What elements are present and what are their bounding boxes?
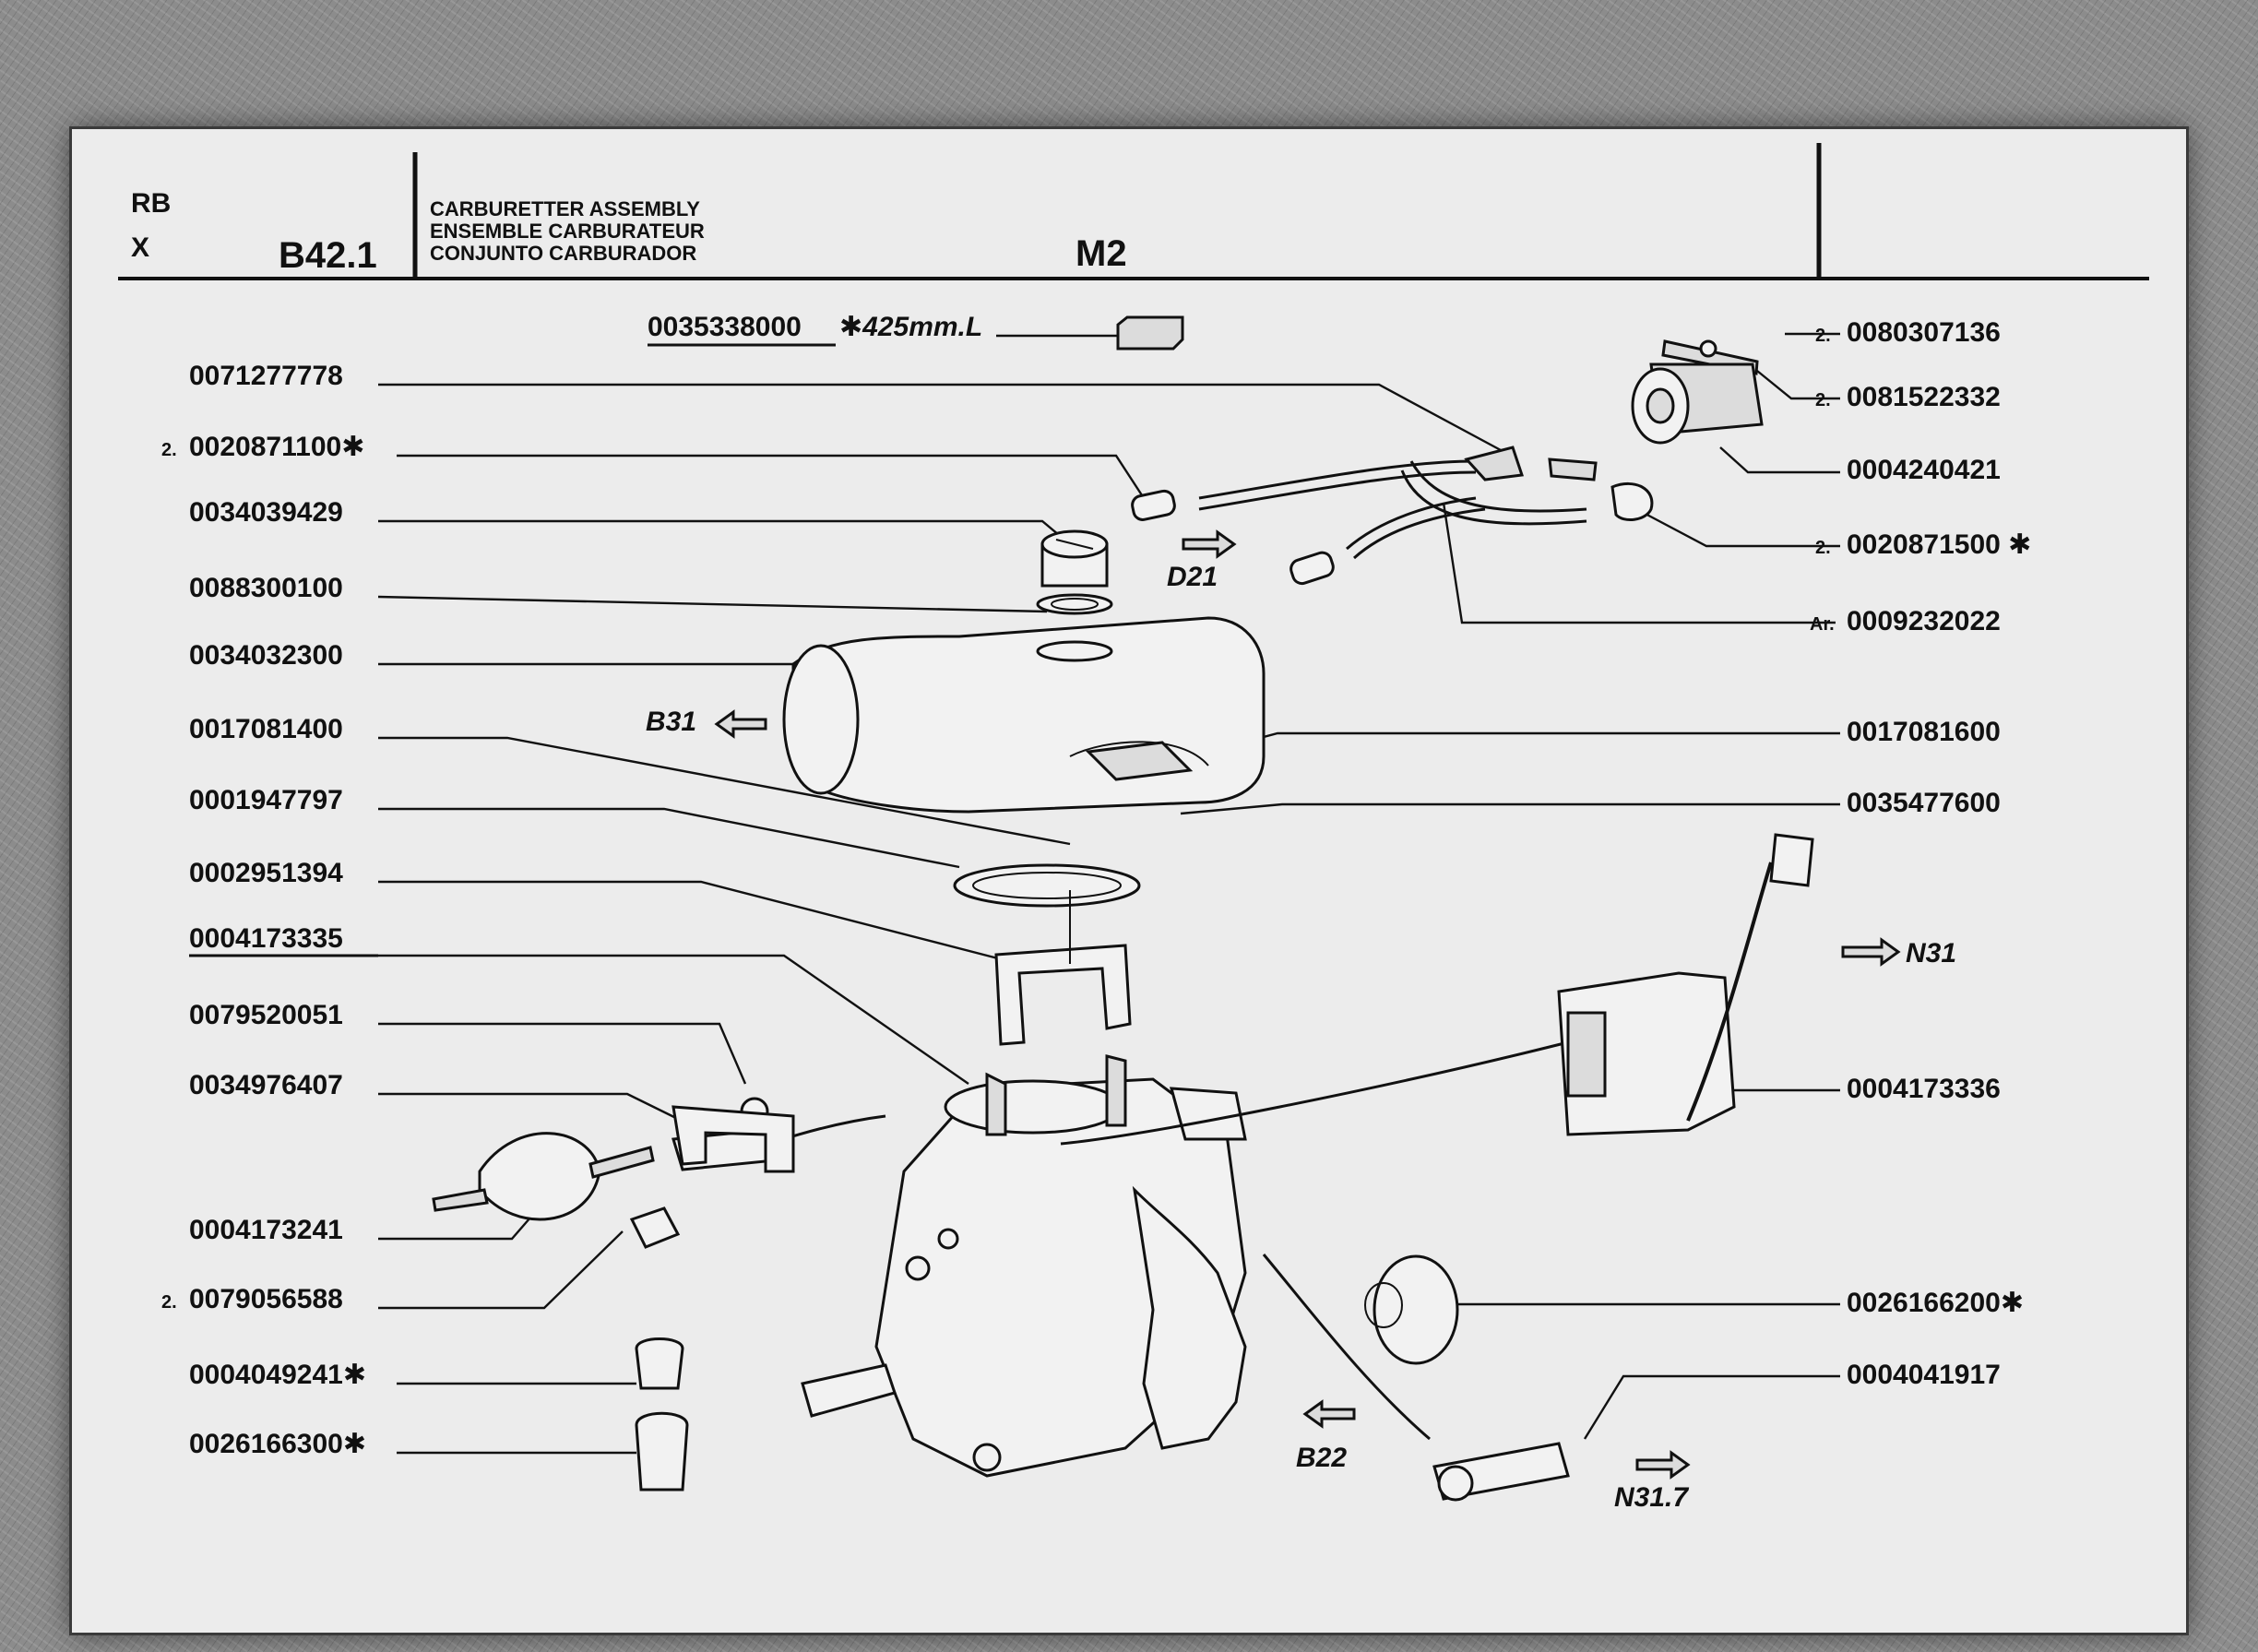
header-block: RB X B42.1 CARBURETTER ASSEMBLY ENSEMBLE… [118, 143, 2149, 280]
arrow-left-icon [1302, 1399, 1356, 1429]
ref-d21: D21 [1167, 562, 1218, 592]
connector-plug-icon [1769, 833, 1814, 887]
idle-valve-assembly [432, 1097, 886, 1492]
right-part-5: 0017081600 [1847, 717, 2001, 747]
connector-icon [1566, 1011, 1607, 1098]
left-part-0: 0071277778 [189, 361, 343, 391]
hose-tee-icon [1464, 446, 1525, 481]
throttle-linkage-icon [1132, 1185, 1247, 1450]
right-part-3: 0020871500 ✱ [1847, 529, 2031, 560]
right-part-6: 0035477600 [1847, 788, 2001, 818]
bracket-icon [671, 1105, 795, 1173]
top-item-part: 0035338000 [648, 312, 802, 342]
right-prefix-4: Ar. [1810, 614, 1835, 635]
ref-b31: B31 [646, 707, 696, 737]
left-callouts: 0071277778 2. 0020871100✱ 0034039429 008… [161, 361, 378, 1459]
left-part-2: 0034039429 [189, 497, 343, 528]
fuel-hoses [1131, 446, 1654, 586]
top-item-note: ✱425mm.L [839, 312, 982, 342]
right-part-7: 0004173336 [1847, 1074, 2001, 1104]
hose-connector-icon [1548, 458, 1598, 481]
right-part-8: 0026166200✱ [1847, 1288, 2024, 1318]
title-line-es: CONJUNTO CARBURADOR [430, 242, 696, 265]
left-part-4: 0034032300 [189, 640, 343, 671]
fuel-inlet-icon [801, 1363, 897, 1418]
left-part-14: 0026166300✱ [189, 1429, 366, 1459]
hose-clip-icon [1131, 489, 1176, 521]
ref-n31-7: N31.7 [1614, 1482, 1689, 1513]
gasket-strip-icon [1116, 315, 1184, 351]
ref-n31: N31 [1906, 938, 1956, 969]
left-prefix-1: 2. [161, 440, 177, 460]
arrow-right-icon [1841, 937, 1901, 967]
left-part-7: 0002951394 [189, 858, 343, 888]
arrow-left-icon [714, 709, 767, 739]
control-unit-assembly [1557, 833, 1814, 1136]
left-part-11: 0004173241 [189, 1215, 343, 1245]
left-part-12: 0079056588 [189, 1284, 343, 1314]
solenoid-assembly [1631, 339, 1764, 445]
jet-large-icon [635, 1411, 689, 1492]
header-code-top: RB [131, 188, 171, 219]
right-callouts: 2. 0080307136 2. 0081522332 0004240421 2… [1810, 317, 2031, 1390]
filter-housing-icon [791, 616, 1266, 814]
right-part-9: 0004041917 [1847, 1360, 2001, 1390]
right-part-1: 0081522332 [1847, 382, 2001, 412]
arrow-right-icon [1182, 529, 1237, 559]
right-part-2: 0004240421 [1847, 455, 2001, 485]
diaphragm-icon [1373, 1254, 1459, 1365]
leader-lines [377, 332, 1840, 1455]
left-part-13: 0004049241✱ [189, 1360, 366, 1390]
left-part-3: 0088300100 [189, 573, 343, 603]
jet-small-icon [635, 1337, 684, 1390]
left-part-5: 0017081400 [189, 714, 343, 744]
left-part-10: 0034976407 [189, 1070, 343, 1100]
mounting-bracket-icon [994, 944, 1132, 1046]
bolt-icon [629, 1206, 681, 1249]
spacer-and-gasket [953, 863, 1141, 1046]
title-line-fr: ENSEMBLE CARBURATEUR [430, 220, 705, 243]
ref-b22: B22 [1296, 1443, 1347, 1473]
reference-arrows: D21 B31 N31 B22 N31.7 [646, 529, 1956, 1513]
top-item: 0035338000 ✱425mm.L [648, 312, 1184, 351]
arrow-right-icon [1635, 1450, 1691, 1480]
hose-clip-icon [1289, 551, 1335, 586]
right-prefix-0: 2. [1815, 326, 1831, 346]
right-prefix-3: 2. [1815, 538, 1831, 558]
model-code: M2 [1076, 233, 1127, 274]
filter-cap-assembly [1036, 529, 1113, 615]
right-prefix-1: 2. [1815, 390, 1831, 410]
sensor-icon [1085, 741, 1194, 781]
left-part-9: 0079520051 [189, 1000, 343, 1030]
title-line-en: CARBURETTER ASSEMBLY [430, 197, 700, 220]
snorkel-icon [782, 644, 860, 795]
washer-icon [1699, 339, 1717, 358]
left-part-1: 0020871100✱ [189, 432, 364, 462]
left-part-8: 0004173335 [189, 923, 343, 954]
throttle-body-icon [1169, 1087, 1247, 1141]
vacuum-capsule-icon [478, 1132, 601, 1221]
left-part-6: 0001947797 [189, 785, 343, 815]
right-part-0: 0080307136 [1847, 317, 2001, 348]
gasket-icon [953, 863, 1141, 908]
diaphragm-and-rod [1262, 1254, 1570, 1502]
o-ring-icon [1036, 593, 1113, 615]
hose-elbow-icon [1610, 481, 1654, 521]
air-filter-housing [782, 616, 1266, 814]
header-code-bottom: X [131, 232, 149, 263]
left-prefix-12: 2. [161, 1292, 177, 1313]
carburetor-body [801, 1040, 1569, 1478]
plate-number: B42.1 [279, 235, 377, 276]
right-part-4: 0009232022 [1847, 606, 2001, 636]
